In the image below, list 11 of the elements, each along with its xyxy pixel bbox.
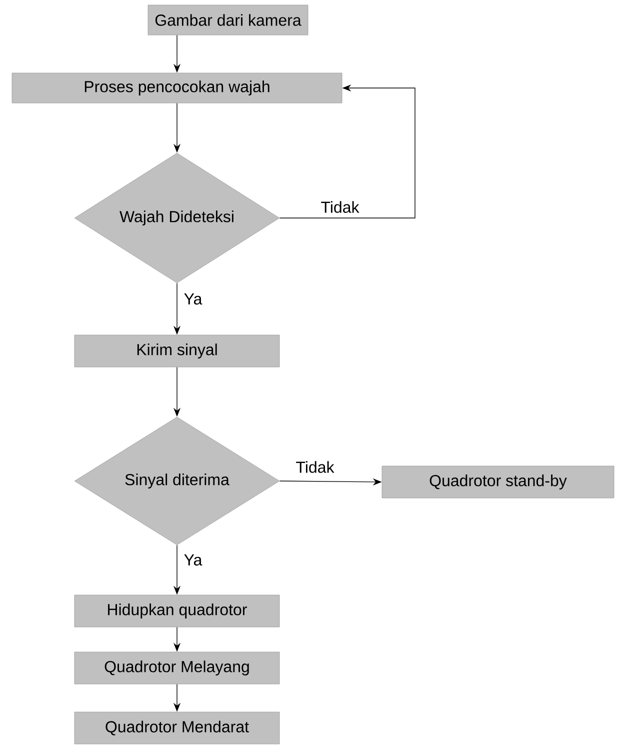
process-box: Kirim sinyal	[74, 334, 280, 368]
process-box: Proses pencocokan wajah	[12, 72, 342, 104]
edge-label: Ya	[182, 292, 204, 306]
process-box: Quadrotor stand-by	[382, 466, 614, 498]
edge-label: Ya	[182, 553, 204, 567]
edge-label: Tidak	[320, 200, 360, 214]
process-box: Quadrotor Melayang	[74, 652, 280, 684]
edge-label: Tidak	[294, 460, 336, 474]
process-box: Gambar dari kamera	[148, 4, 308, 36]
process-box: Quadrotor Mendarat	[74, 712, 280, 744]
process-box: Hidupkan quadrotor	[74, 594, 280, 628]
